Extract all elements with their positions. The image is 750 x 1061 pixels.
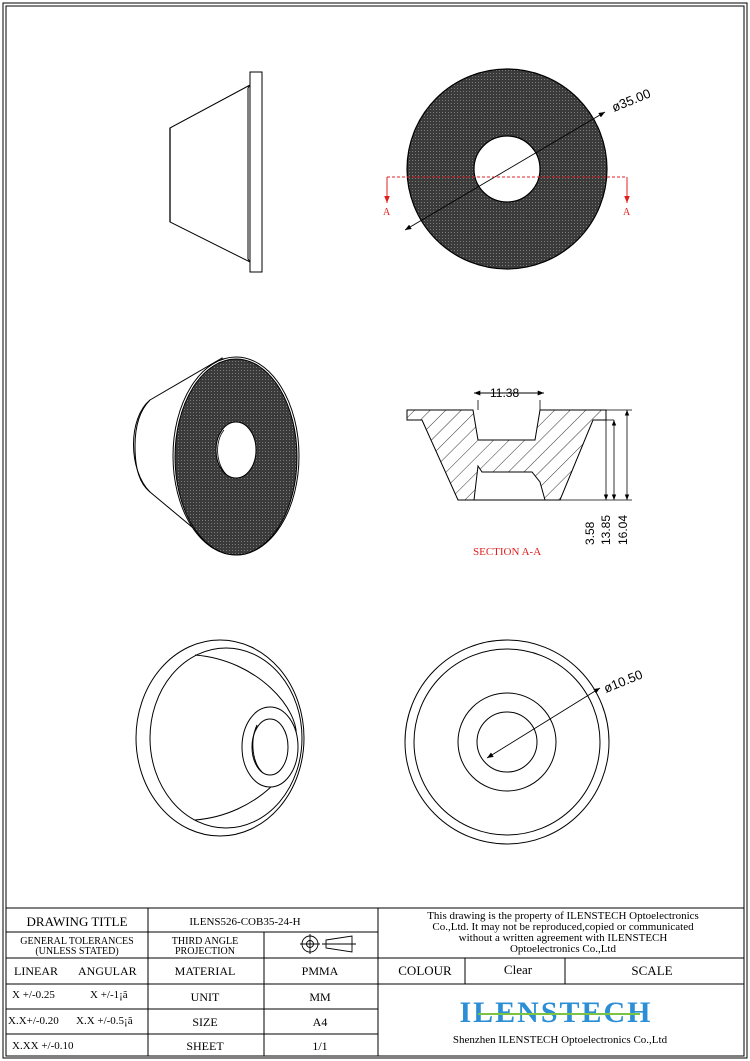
notice-line-2: Co.,Ltd. It may not be reproduced,copied… (432, 921, 694, 933)
unit-label: UNIT (191, 990, 220, 1004)
tolerance-angular-2: X.X +/-0.5¡ã (76, 1015, 133, 1027)
side-view (169, 71, 263, 273)
tolerances-line-1: GENERAL TOLERANCES (20, 936, 133, 947)
section-height-2: 13.85 (599, 515, 613, 545)
section-title: SECTION A-A (473, 546, 541, 558)
bottom-diameter-label: ø10.50 (602, 667, 645, 696)
title-block (6, 907, 744, 1056)
notice-line-1: This drawing is the property of ILENSTEC… (427, 910, 699, 922)
sheet-label: SHEET (186, 1039, 224, 1053)
projection-symbol-icon (300, 934, 356, 954)
drawing-title-label: DRAWING TITLE (27, 914, 128, 929)
tolerance-angular-1: X +/-1¡ã (90, 989, 128, 1001)
iso-front-view (133, 356, 300, 556)
unit-value: MM (309, 990, 331, 1004)
material-value: PMMA (302, 964, 339, 978)
section-view: 11.38 3.58 13.85 16.04 SECTION A-A (406, 386, 632, 558)
diameter-line (404, 111, 606, 231)
company-name: Shenzhen ILENSTECH Optoelectronics Co.,L… (453, 1034, 668, 1046)
material-label: MATERIAL (175, 964, 236, 978)
section-height-3: 16.04 (616, 515, 630, 545)
notice-line-3: without a written agreement with ILENSTE… (459, 932, 668, 944)
tolerance-linear-1: X +/-0.25 (12, 989, 55, 1001)
drawing-title-value: ILENS526-COB35-24-H (189, 916, 300, 928)
section-top-width-label: 11.38 (490, 386, 519, 400)
projection-line-1: THIRD ANGLE (172, 936, 238, 947)
section-hatch (406, 409, 607, 501)
notice-line-4: Optoelectronics Co.,Ltd (510, 943, 617, 955)
top-view: ø35.00 A A (383, 68, 653, 270)
section-marker-left: A (383, 207, 391, 218)
logo-text: ILENSTECH (459, 996, 652, 1029)
projection-line-2: PROJECTION (175, 946, 235, 957)
ilenstech-logo: ILENSTECH (459, 996, 652, 1029)
angular-label: ANGULAR (78, 964, 137, 978)
tolerance-linear-2: X.X+/-0.20 (8, 1015, 59, 1027)
lens-hole (473, 135, 541, 203)
diameter-label: ø35.00 (610, 86, 653, 115)
scale-label: SCALE (631, 963, 672, 978)
section-marker-right: A (623, 207, 631, 218)
colour-value: Clear (504, 962, 533, 977)
inner-border (5, 5, 745, 1057)
bottom-view: ø10.50 (404, 639, 645, 845)
bottom-diameter-line (486, 687, 601, 759)
size-value: A4 (313, 1015, 328, 1029)
size-label: SIZE (192, 1015, 217, 1029)
iso-back-view (135, 639, 305, 837)
sheet-value: 1/1 (312, 1039, 327, 1053)
linear-label: LINEAR (14, 964, 58, 978)
section-height-1: 3.58 (583, 521, 597, 545)
colour-label: COLOUR (398, 963, 452, 978)
tolerances-line-2: (UNLESS STATED) (35, 946, 118, 957)
tolerance-linear-3: X.XX +/-0.10 (12, 1040, 74, 1052)
